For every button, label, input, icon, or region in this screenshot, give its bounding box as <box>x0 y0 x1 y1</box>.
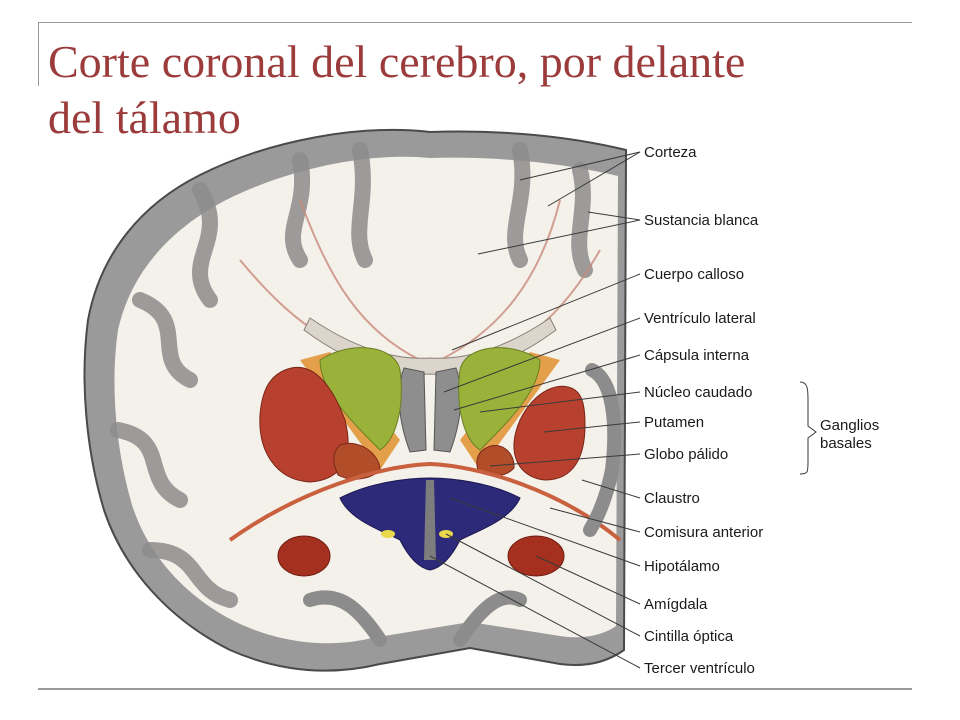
anterior-commissure <box>228 461 622 542</box>
label-sustancia-blanca: Sustancia blanca <box>644 212 759 229</box>
label-ganglios: Ganglios <box>820 417 879 434</box>
third-ventricle <box>424 480 436 560</box>
gyri-outline <box>110 142 593 608</box>
brain-illustration <box>83 128 628 672</box>
label-comisura-anterior: Comisura anterior <box>644 524 763 541</box>
fiber-tracts <box>239 199 601 373</box>
label-nucleo-caudado: Núcleo caudado <box>644 384 752 401</box>
label-claustro: Claustro <box>644 490 700 507</box>
globus-pallidus-left <box>333 442 381 480</box>
temporal-lobe-medial <box>303 590 527 647</box>
label-cintilla-optica: Cintilla óptica <box>644 628 734 645</box>
slide-title: Corte coronal del cerebro, por delante d… <box>48 34 928 146</box>
label-amigdala: Amígdala <box>644 596 708 613</box>
insula-right <box>583 363 622 537</box>
label-corteza: Corteza <box>644 144 697 161</box>
label-cuerpo-calloso: Cuerpo calloso <box>644 266 744 283</box>
frame-top-rule <box>38 22 912 23</box>
putamen-left <box>259 367 349 483</box>
label-ventriculo-lateral: Ventrículo lateral <box>644 310 756 327</box>
optic-tract-left <box>381 530 395 538</box>
label-hipotalamo: Hipotálamo <box>644 558 720 575</box>
label-group: Corteza Sustancia blanca Cuerpo calloso … <box>644 144 879 677</box>
slide-title-line-1: Corte coronal del cerebro, por delante <box>48 36 746 87</box>
caudate-nucleus-right <box>458 347 541 451</box>
frame-bottom-rule <box>38 688 912 690</box>
label-basales: basales <box>820 435 872 452</box>
label-putamen: Putamen <box>644 414 704 431</box>
leader-lines <box>429 151 817 669</box>
internal-capsule <box>300 352 560 470</box>
frame-left-rule <box>38 22 39 86</box>
slide-title-line-2: del tálamo <box>48 92 241 143</box>
label-capsula-interna: Cápsula interna <box>644 347 750 364</box>
ganglios-bracket <box>799 381 817 475</box>
label-globo-palido: Globo pálido <box>644 446 728 463</box>
label-tercer-ventriculo: Tercer ventrículo <box>644 660 755 677</box>
amygdala-left <box>277 535 331 577</box>
putamen-right <box>513 385 586 481</box>
